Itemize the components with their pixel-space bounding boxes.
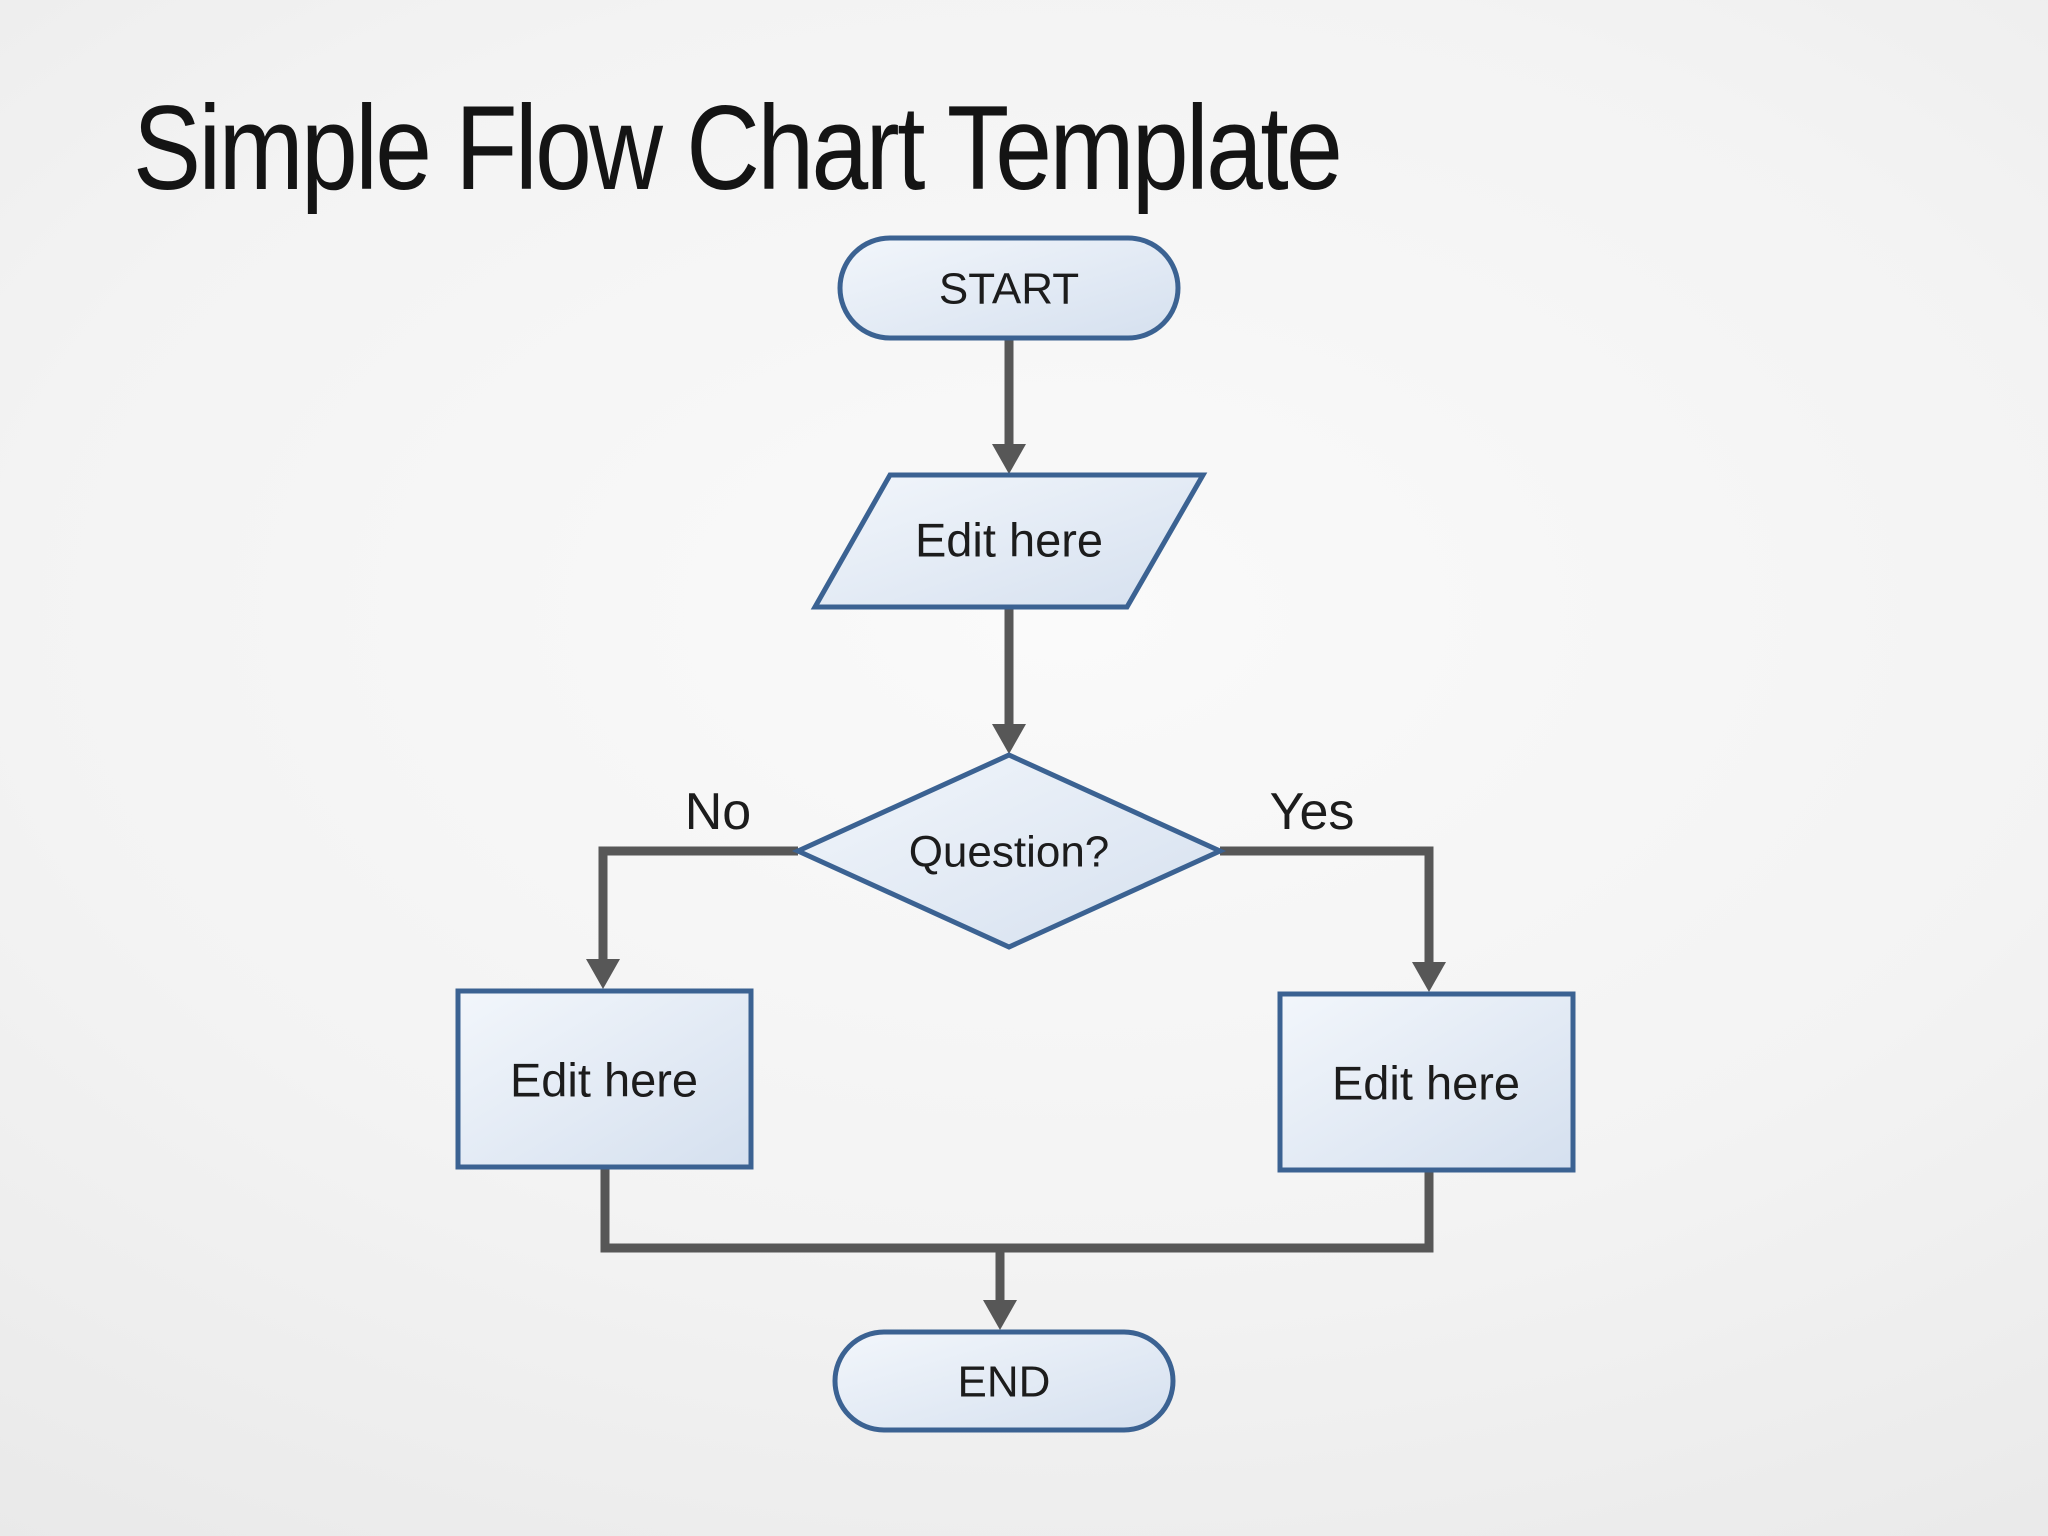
input-label: Edit here bbox=[915, 514, 1103, 567]
connector-elbow bbox=[598, 846, 798, 961]
process-no-rectangle-shape[interactable] bbox=[455, 988, 754, 1170]
end-terminator-shape[interactable] bbox=[832, 1329, 1176, 1433]
process-no-label: Edit here bbox=[510, 1054, 698, 1107]
connector-input-to-decision bbox=[992, 607, 1026, 754]
arrowhead-down-icon bbox=[586, 959, 620, 989]
arrowhead-down-icon bbox=[1412, 962, 1446, 992]
connector-merge-line bbox=[600, 1167, 1434, 1253]
connector-merge-to-end bbox=[983, 1248, 1017, 1330]
node-start[interactable]: START bbox=[837, 235, 1181, 341]
connector-merge bbox=[600, 1167, 1434, 1253]
decision-diamond-shape[interactable] bbox=[791, 752, 1227, 950]
connector-start-to-input bbox=[992, 338, 1026, 474]
node-decision[interactable]: Question? bbox=[791, 752, 1227, 950]
slide-title[interactable]: Simple Flow Chart Template bbox=[133, 81, 1343, 215]
arrowhead-down-icon bbox=[992, 444, 1026, 474]
start-terminator-shape[interactable] bbox=[837, 235, 1181, 341]
branch-label-no[interactable]: No bbox=[685, 783, 751, 841]
connector-decision-to-no bbox=[586, 846, 798, 989]
input-parallelogram-shape[interactable] bbox=[810, 472, 1208, 610]
arrowhead-down-icon bbox=[983, 1300, 1017, 1330]
node-process-no[interactable]: Edit here bbox=[455, 988, 754, 1170]
process-yes-rectangle-shape[interactable] bbox=[1277, 991, 1576, 1173]
end-label: END bbox=[958, 1358, 1051, 1407]
connector-elbow bbox=[1220, 846, 1434, 964]
connector-decision-to-yes bbox=[1220, 846, 1446, 992]
arrowhead-down-icon bbox=[992, 724, 1026, 754]
process-yes-label: Edit here bbox=[1332, 1057, 1520, 1110]
branch-label-yes[interactable]: Yes bbox=[1270, 783, 1355, 841]
node-input[interactable]: Edit here bbox=[810, 472, 1208, 610]
node-end[interactable]: END bbox=[832, 1329, 1176, 1433]
start-label: START bbox=[939, 265, 1079, 314]
decision-label: Question? bbox=[909, 828, 1110, 877]
node-process-yes[interactable]: Edit here bbox=[1277, 991, 1576, 1173]
